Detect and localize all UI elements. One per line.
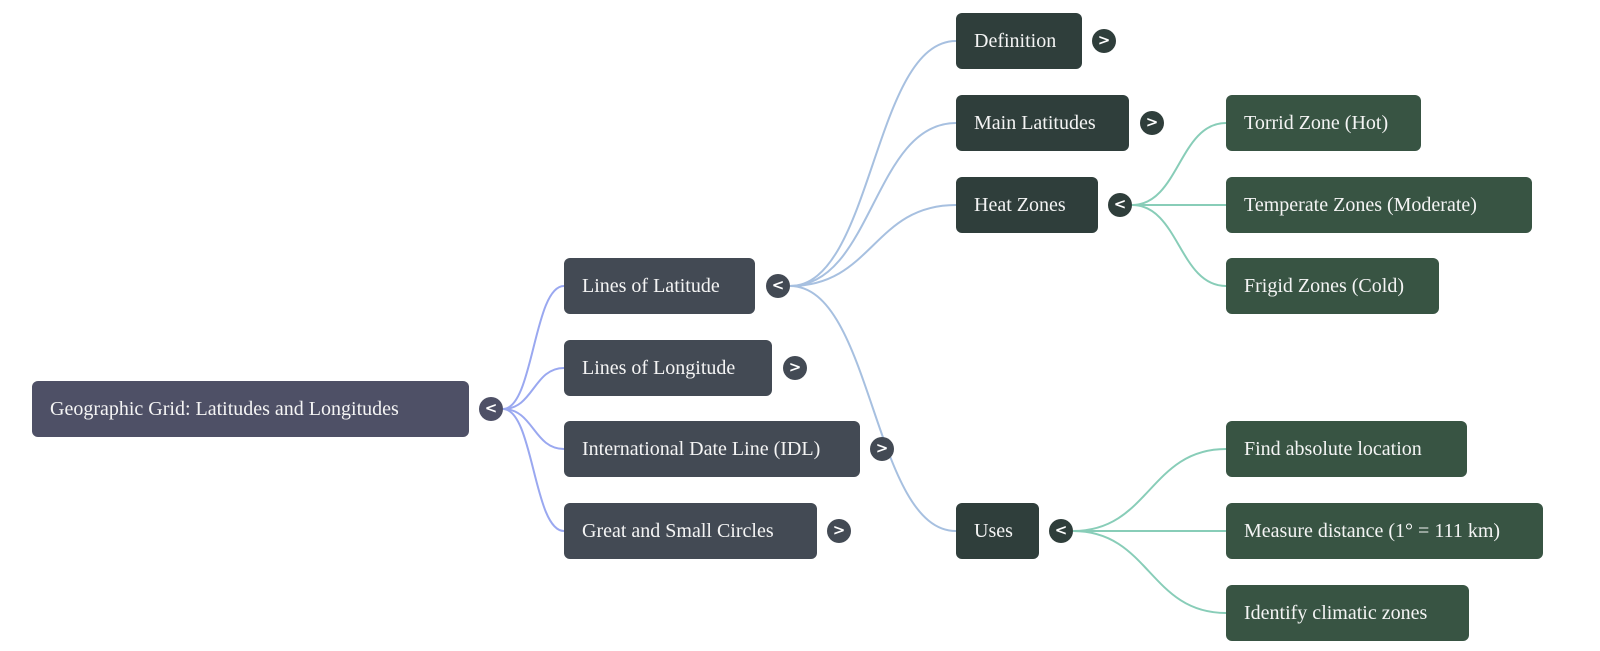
link-root-branch-1	[502, 367, 565, 410]
link-root-branch-2	[502, 408, 565, 450]
link-root-branch-3	[502, 408, 565, 532]
idl-expand-toggle[interactable]: >	[870, 437, 894, 461]
link-latitude-child-1	[789, 122, 957, 287]
link-uses-child-0	[1072, 448, 1227, 532]
node-definition[interactable]: Definition	[956, 13, 1082, 69]
node-torrid-zone[interactable]: Torrid Zone (Hot)	[1226, 95, 1421, 151]
node-great-and-small-circles[interactable]: Great and Small Circles	[564, 503, 817, 559]
link-latitude-child-0	[789, 40, 957, 287]
definition-expand-toggle[interactable]: >	[1092, 29, 1116, 53]
root-node[interactable]: Geographic Grid: Latitudes and Longitude…	[32, 381, 469, 437]
uses-collapse-toggle[interactable]: <	[1049, 519, 1073, 543]
link-uses-child-2	[1072, 530, 1227, 614]
link-latitude-child-3	[789, 285, 957, 532]
node-lines-of-latitude[interactable]: Lines of Latitude	[564, 258, 755, 314]
node-international-date-line[interactable]: International Date Line (IDL)	[564, 421, 860, 477]
link-latitude-child-2	[789, 204, 957, 287]
node-measure-distance[interactable]: Measure distance (1° = 111 km)	[1226, 503, 1543, 559]
node-temperate-zones[interactable]: Temperate Zones (Moderate)	[1226, 177, 1532, 233]
link-heat-zone-child-2	[1131, 204, 1227, 287]
node-main-latitudes[interactable]: Main Latitudes	[956, 95, 1129, 151]
node-find-absolute-location[interactable]: Find absolute location	[1226, 421, 1467, 477]
root-collapse-toggle[interactable]: <	[479, 397, 503, 421]
node-frigid-zones[interactable]: Frigid Zones (Cold)	[1226, 258, 1439, 314]
node-heat-zones[interactable]: Heat Zones	[956, 177, 1098, 233]
node-uses[interactable]: Uses	[956, 503, 1039, 559]
link-root-branch-0	[502, 285, 565, 410]
node-lines-of-longitude[interactable]: Lines of Longitude	[564, 340, 772, 396]
longitude-expand-toggle[interactable]: >	[783, 356, 807, 380]
link-heat-zone-child-0	[1131, 122, 1227, 206]
latitude-collapse-toggle[interactable]: <	[766, 274, 790, 298]
circles-expand-toggle[interactable]: >	[827, 519, 851, 543]
main-latitudes-expand-toggle[interactable]: >	[1140, 111, 1164, 135]
heat-zones-collapse-toggle[interactable]: <	[1108, 193, 1132, 217]
node-identify-climatic-zones[interactable]: Identify climatic zones	[1226, 585, 1469, 641]
